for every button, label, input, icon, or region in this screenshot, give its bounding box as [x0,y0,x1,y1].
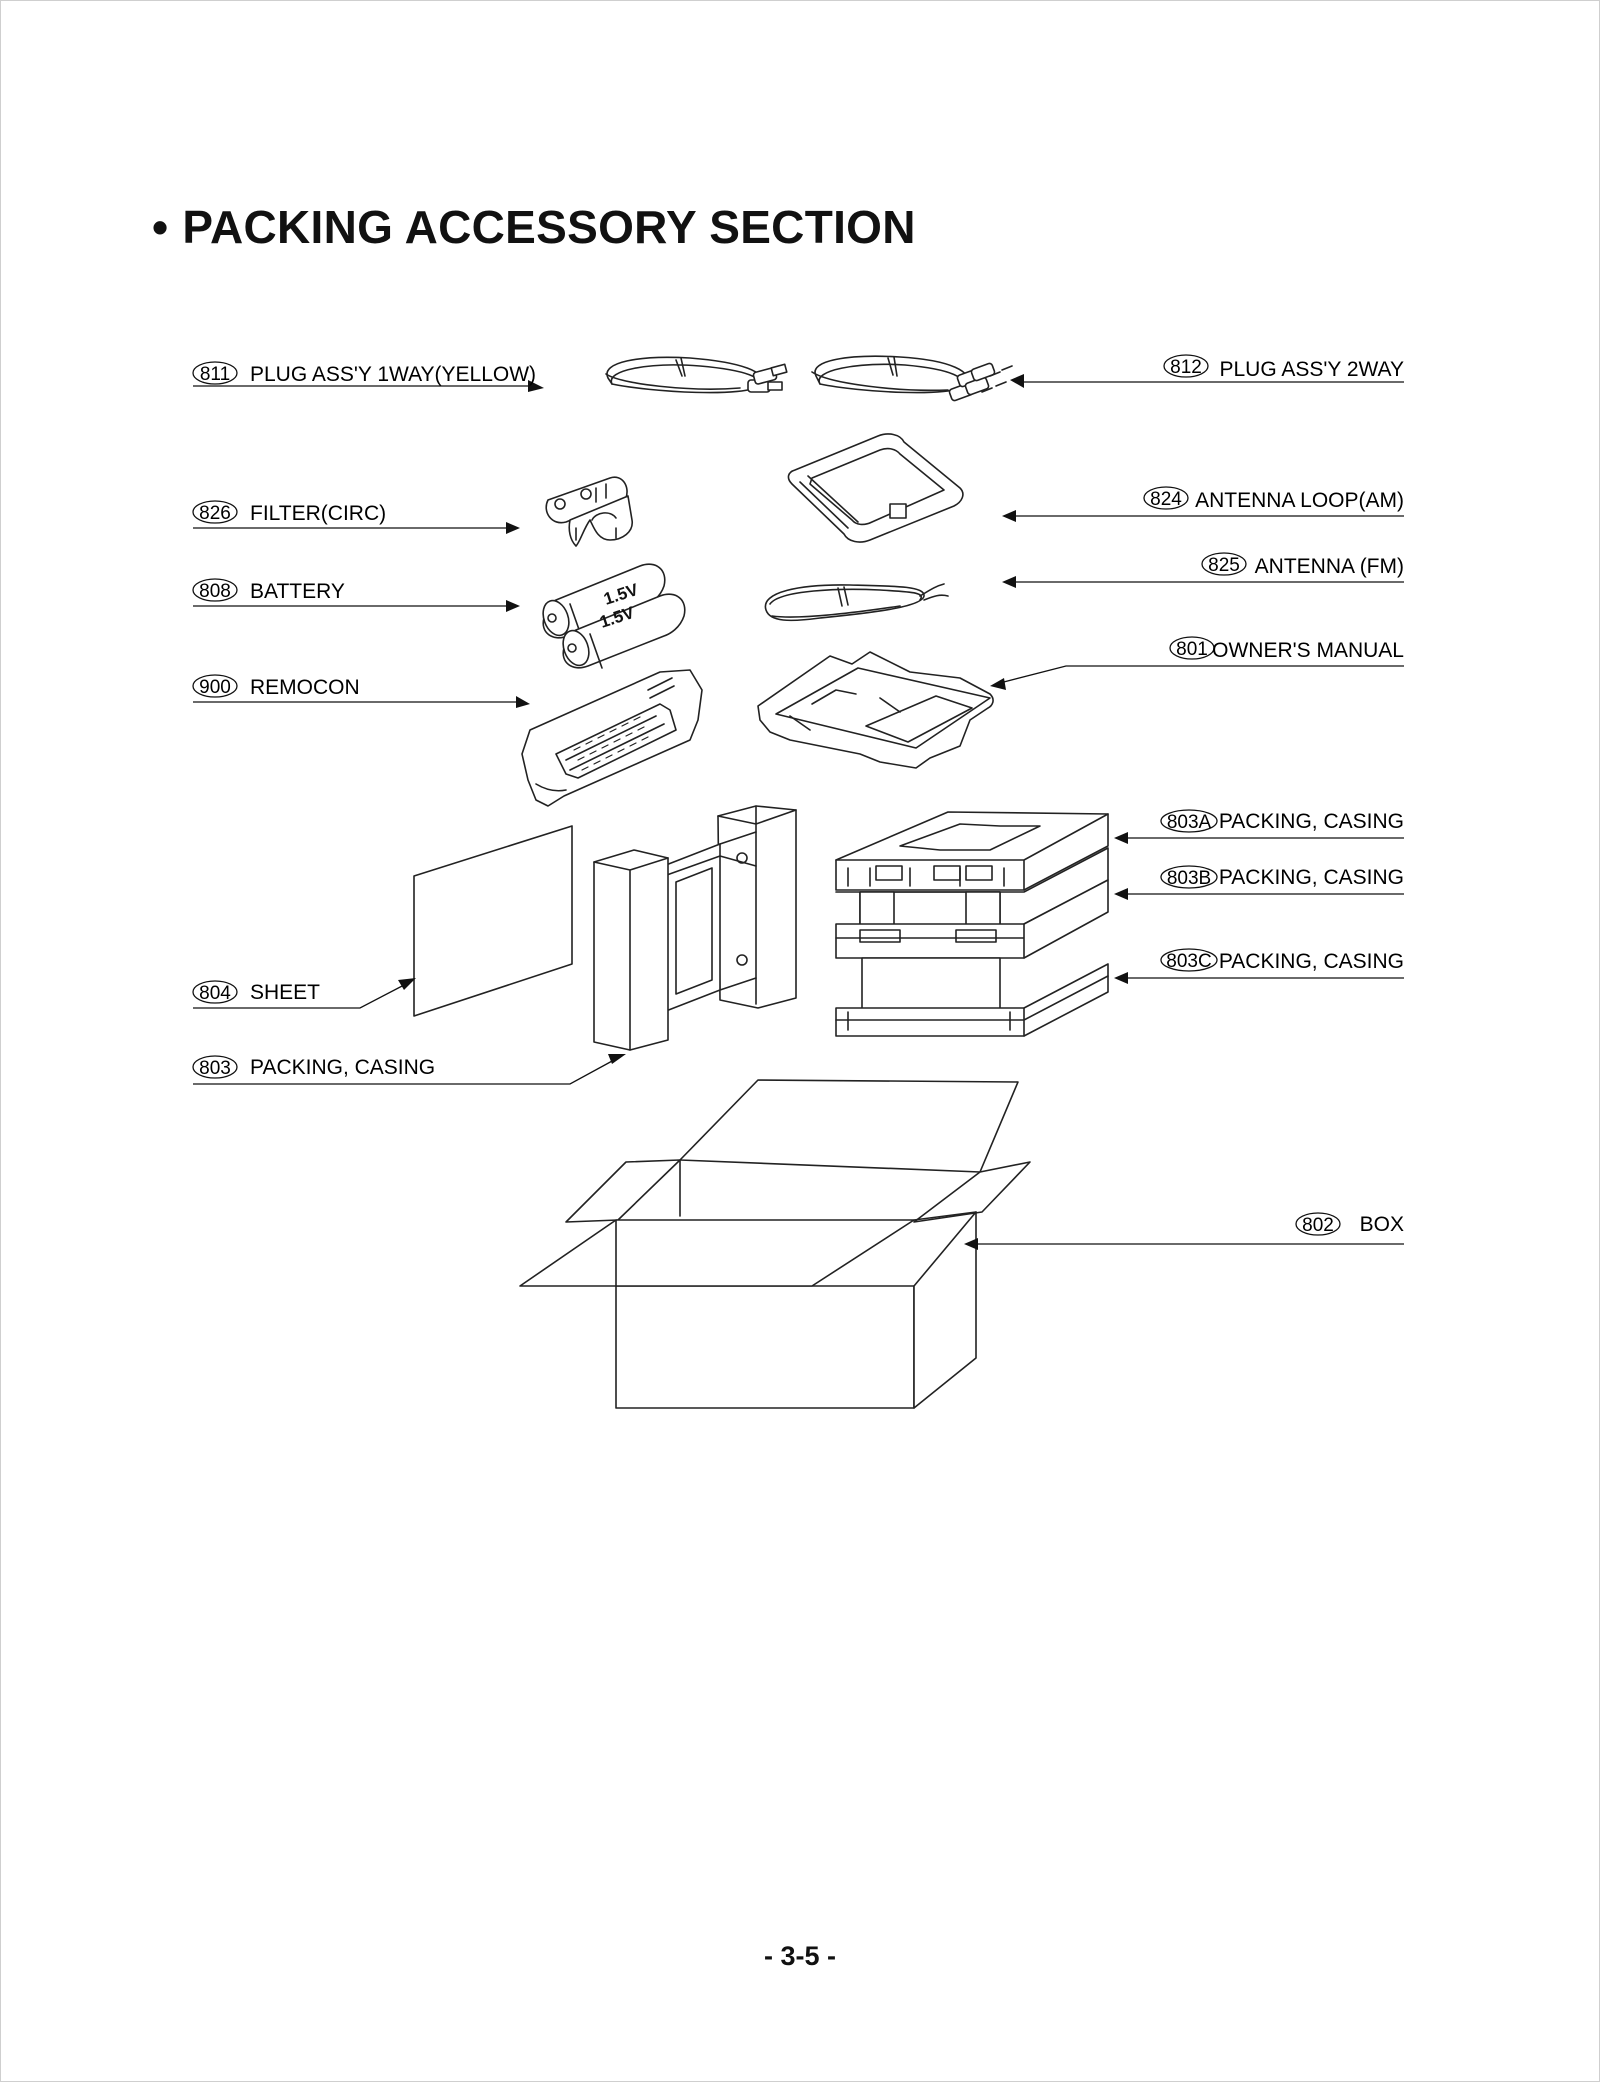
callout-825: 825 ANTENNA (FM) [1201,552,1404,578]
callout-number: 826 [199,503,231,524]
sheet-icon [413,825,573,1017]
callout-803A: 803A PACKING, CASING [1160,809,1404,833]
callout-label: BOX [1360,1213,1404,1236]
callout-803C: 803C PACKING, CASING [1160,948,1404,973]
callout-label: REMOCON [250,676,360,699]
callout-number: 812 [1170,357,1202,378]
plug-2way-cable-icon [811,355,1013,402]
callout-802: 802 BOX [1295,1212,1404,1236]
am-loop-antenna-icon [787,433,964,543]
callout-number: 811 [200,364,230,385]
fm-antenna-wire-icon [764,583,949,622]
callout-803: 803 PACKING, CASING [192,1055,435,1079]
owners-manual-bag-icon [757,651,994,769]
plug-1way-cable-icon [605,356,788,394]
callout-label: OWNER'S MANUAL [1212,639,1404,662]
callout-826: 826 FILTER(CIRC) [192,500,386,525]
callout-label: ANTENNA LOOP(AM) [1195,489,1404,512]
callout-label: SHEET [250,981,320,1004]
callout-label: PLUG ASS'Y 2WAY [1219,358,1404,381]
leader-lines [193,374,1404,1250]
callout-number: 803C [1166,951,1211,972]
filter-core-icon [545,476,633,547]
callout-number: 803A [1167,812,1212,833]
callout-label: PACKING, CASING [1219,866,1404,889]
callout-808: 808 BATTERY [192,578,345,603]
cardboard-box-icon [519,1079,1031,1409]
callout-label: PLUG ASS'Y 1WAY(YELLOW) [250,363,536,386]
callout-number: 824 [1150,489,1182,510]
callout-812: 812 PLUG ASS'Y 2WAY [1163,354,1404,381]
remote-control-bag-icon [521,669,703,807]
callout-number: 808 [199,581,231,602]
callout-824: 824 ANTENNA LOOP(AM) [1143,486,1404,512]
callout-801: 801 OWNER'S MANUAL [1169,636,1404,662]
stacked-packing-casing-icon [835,811,1109,1037]
callout-number: 801 [1176,639,1208,660]
callout-number: 825 [1208,555,1240,576]
callout-number: 803B [1167,868,1211,889]
callout-label: ANTENNA (FM) [1255,555,1404,578]
section-title-text: PACKING ACCESSORY SECTION [182,201,916,253]
section-title: •PACKING ACCESSORY SECTION [152,200,916,254]
callout-number: 803 [199,1058,231,1079]
callout-803B: 803B PACKING, CASING [1160,865,1404,889]
callout-label: BATTERY [250,580,345,603]
callout-number: 802 [1302,1215,1334,1236]
callout-number: 804 [199,983,231,1004]
callout-label: PACKING, CASING [1219,810,1404,833]
callout-804: 804 SHEET [192,980,320,1004]
callout-number: 900 [199,677,231,698]
callout-811: 811 PLUG ASS'Y 1WAY(YELLOW) [192,361,536,386]
battery-pair-icon: 1.5V 1.5V [542,563,686,669]
page-number: - 3-5 - [763,1941,836,1971]
side-packing-casing-icon [593,805,797,1051]
title-bullet: • [152,201,169,253]
callout-900: 900 REMOCON [192,674,360,699]
callout-label: PACKING, CASING [1219,950,1404,973]
callout-label: PACKING, CASING [250,1056,435,1079]
callout-label: FILTER(CIRC) [250,502,386,525]
